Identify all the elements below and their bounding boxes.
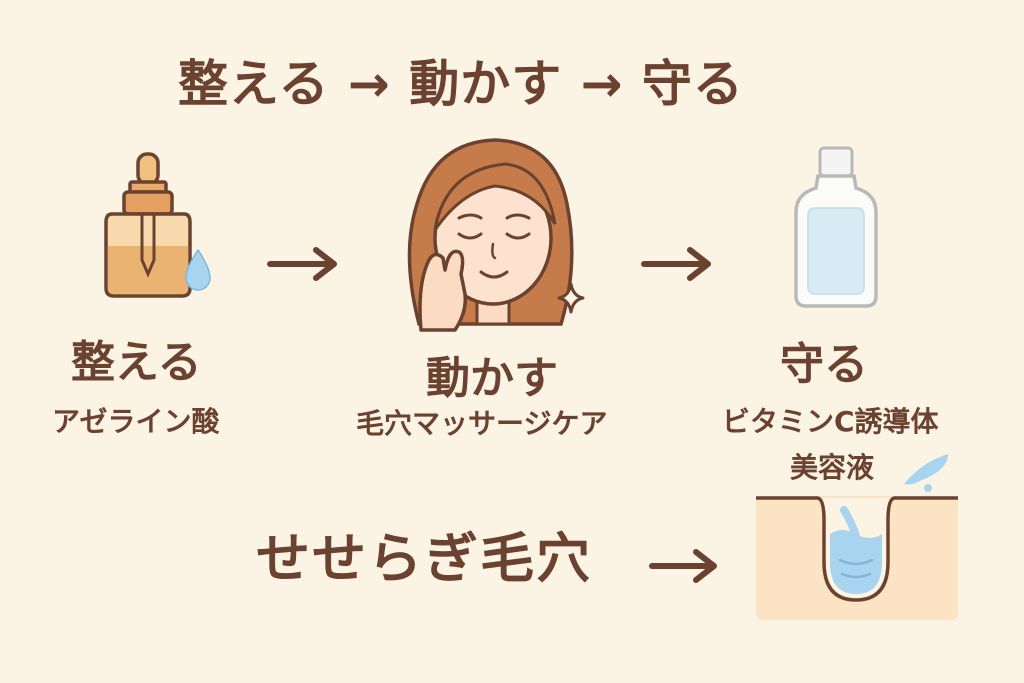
clean-pore-icon bbox=[756, 454, 958, 620]
arrow-right-icon bbox=[649, 549, 717, 583]
step-3-subtitle-line2: 美容液 bbox=[790, 451, 875, 484]
step-1-subtitle: アゼライン酸 bbox=[52, 405, 220, 438]
step-3-subtitle-line1: ビタミンC誘導体 bbox=[722, 405, 939, 438]
result-label: せせらぎ毛穴 bbox=[256, 527, 592, 590]
dropper-bottle-icon bbox=[104, 152, 211, 298]
step-2-subtitle: 毛穴マッサージケア bbox=[356, 407, 608, 440]
step-2-title: 動かす bbox=[426, 353, 558, 404]
serum-bottle-icon bbox=[794, 146, 878, 308]
arrow-right-icon bbox=[267, 247, 337, 281]
step-1-title: 整える bbox=[71, 337, 202, 388]
woman-massaging-face-icon bbox=[407, 138, 585, 332]
arrow-right-icon bbox=[641, 247, 711, 281]
headline: 整える → 動かす → 守る bbox=[178, 55, 744, 113]
step-3-title: 守る bbox=[780, 339, 868, 390]
